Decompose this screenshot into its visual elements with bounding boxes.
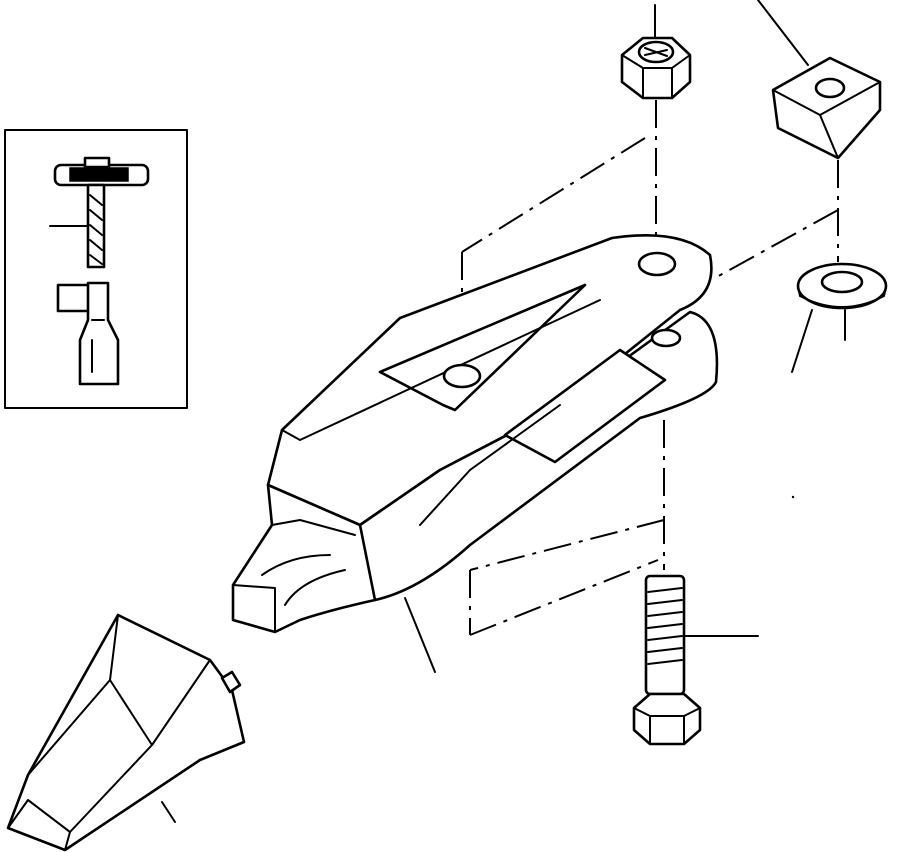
stray-dot bbox=[791, 495, 795, 499]
lock-nut-icon bbox=[620, 4, 692, 100]
inset-tool-box bbox=[4, 129, 188, 409]
tooth-removal-tool-icon bbox=[49, 156, 150, 386]
adapter-icon bbox=[231, 233, 719, 673]
bolt-icon bbox=[632, 574, 759, 746]
washer-icon bbox=[791, 262, 888, 373]
square-spacer-icon bbox=[757, 0, 882, 160]
tooth-point-icon bbox=[6, 613, 246, 852]
